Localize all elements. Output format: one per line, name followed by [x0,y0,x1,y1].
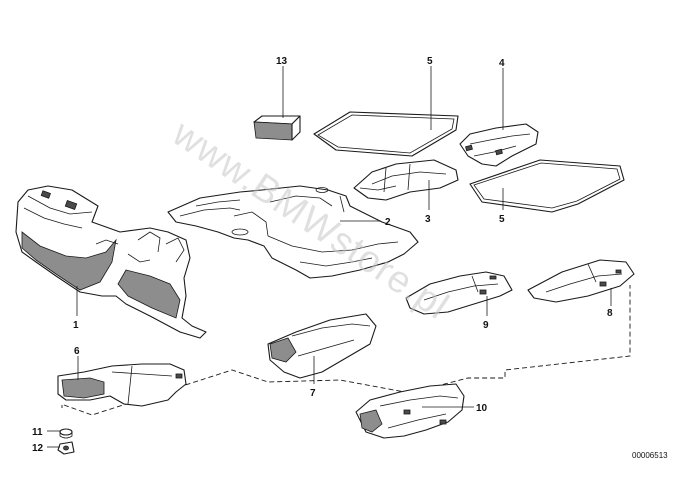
callout-1: 1 [73,320,79,331]
callout-11: 11 [32,427,43,438]
part-12-nut [57,441,75,455]
part-6-insulation [57,363,187,407]
part-3-tunnel-cover [353,159,459,201]
part-9-insulation [405,271,513,315]
callout-7: 7 [310,388,316,399]
callout-5-upper: 5 [427,56,433,67]
part-5-flat-mat-upper [313,111,459,157]
part-5-flat-mat-lower [469,159,625,213]
callout-13: 13 [276,56,288,67]
part-10-insulation [355,383,465,439]
leader-lines [47,66,612,448]
part-8-insulation [527,259,635,303]
assembly-boundary [63,285,631,416]
callout-3: 3 [425,214,431,225]
callout-9: 9 [483,320,489,331]
document-number: 00006513 [632,451,668,460]
callout-6: 6 [74,346,80,357]
part-1-front-insulation [15,185,207,339]
part-13-foam-block [253,115,301,141]
part-2-tunnel-insulation [167,185,419,279]
part-7-insulation [267,313,377,379]
callout-2: 2 [385,217,391,228]
callout-4: 4 [499,58,505,69]
callout-5-lower: 5 [499,214,505,225]
part-11-clip [59,428,73,439]
callout-12: 12 [32,443,44,454]
callout-8: 8 [607,308,613,319]
part-4-cover [459,123,539,167]
callout-10: 10 [476,403,488,414]
